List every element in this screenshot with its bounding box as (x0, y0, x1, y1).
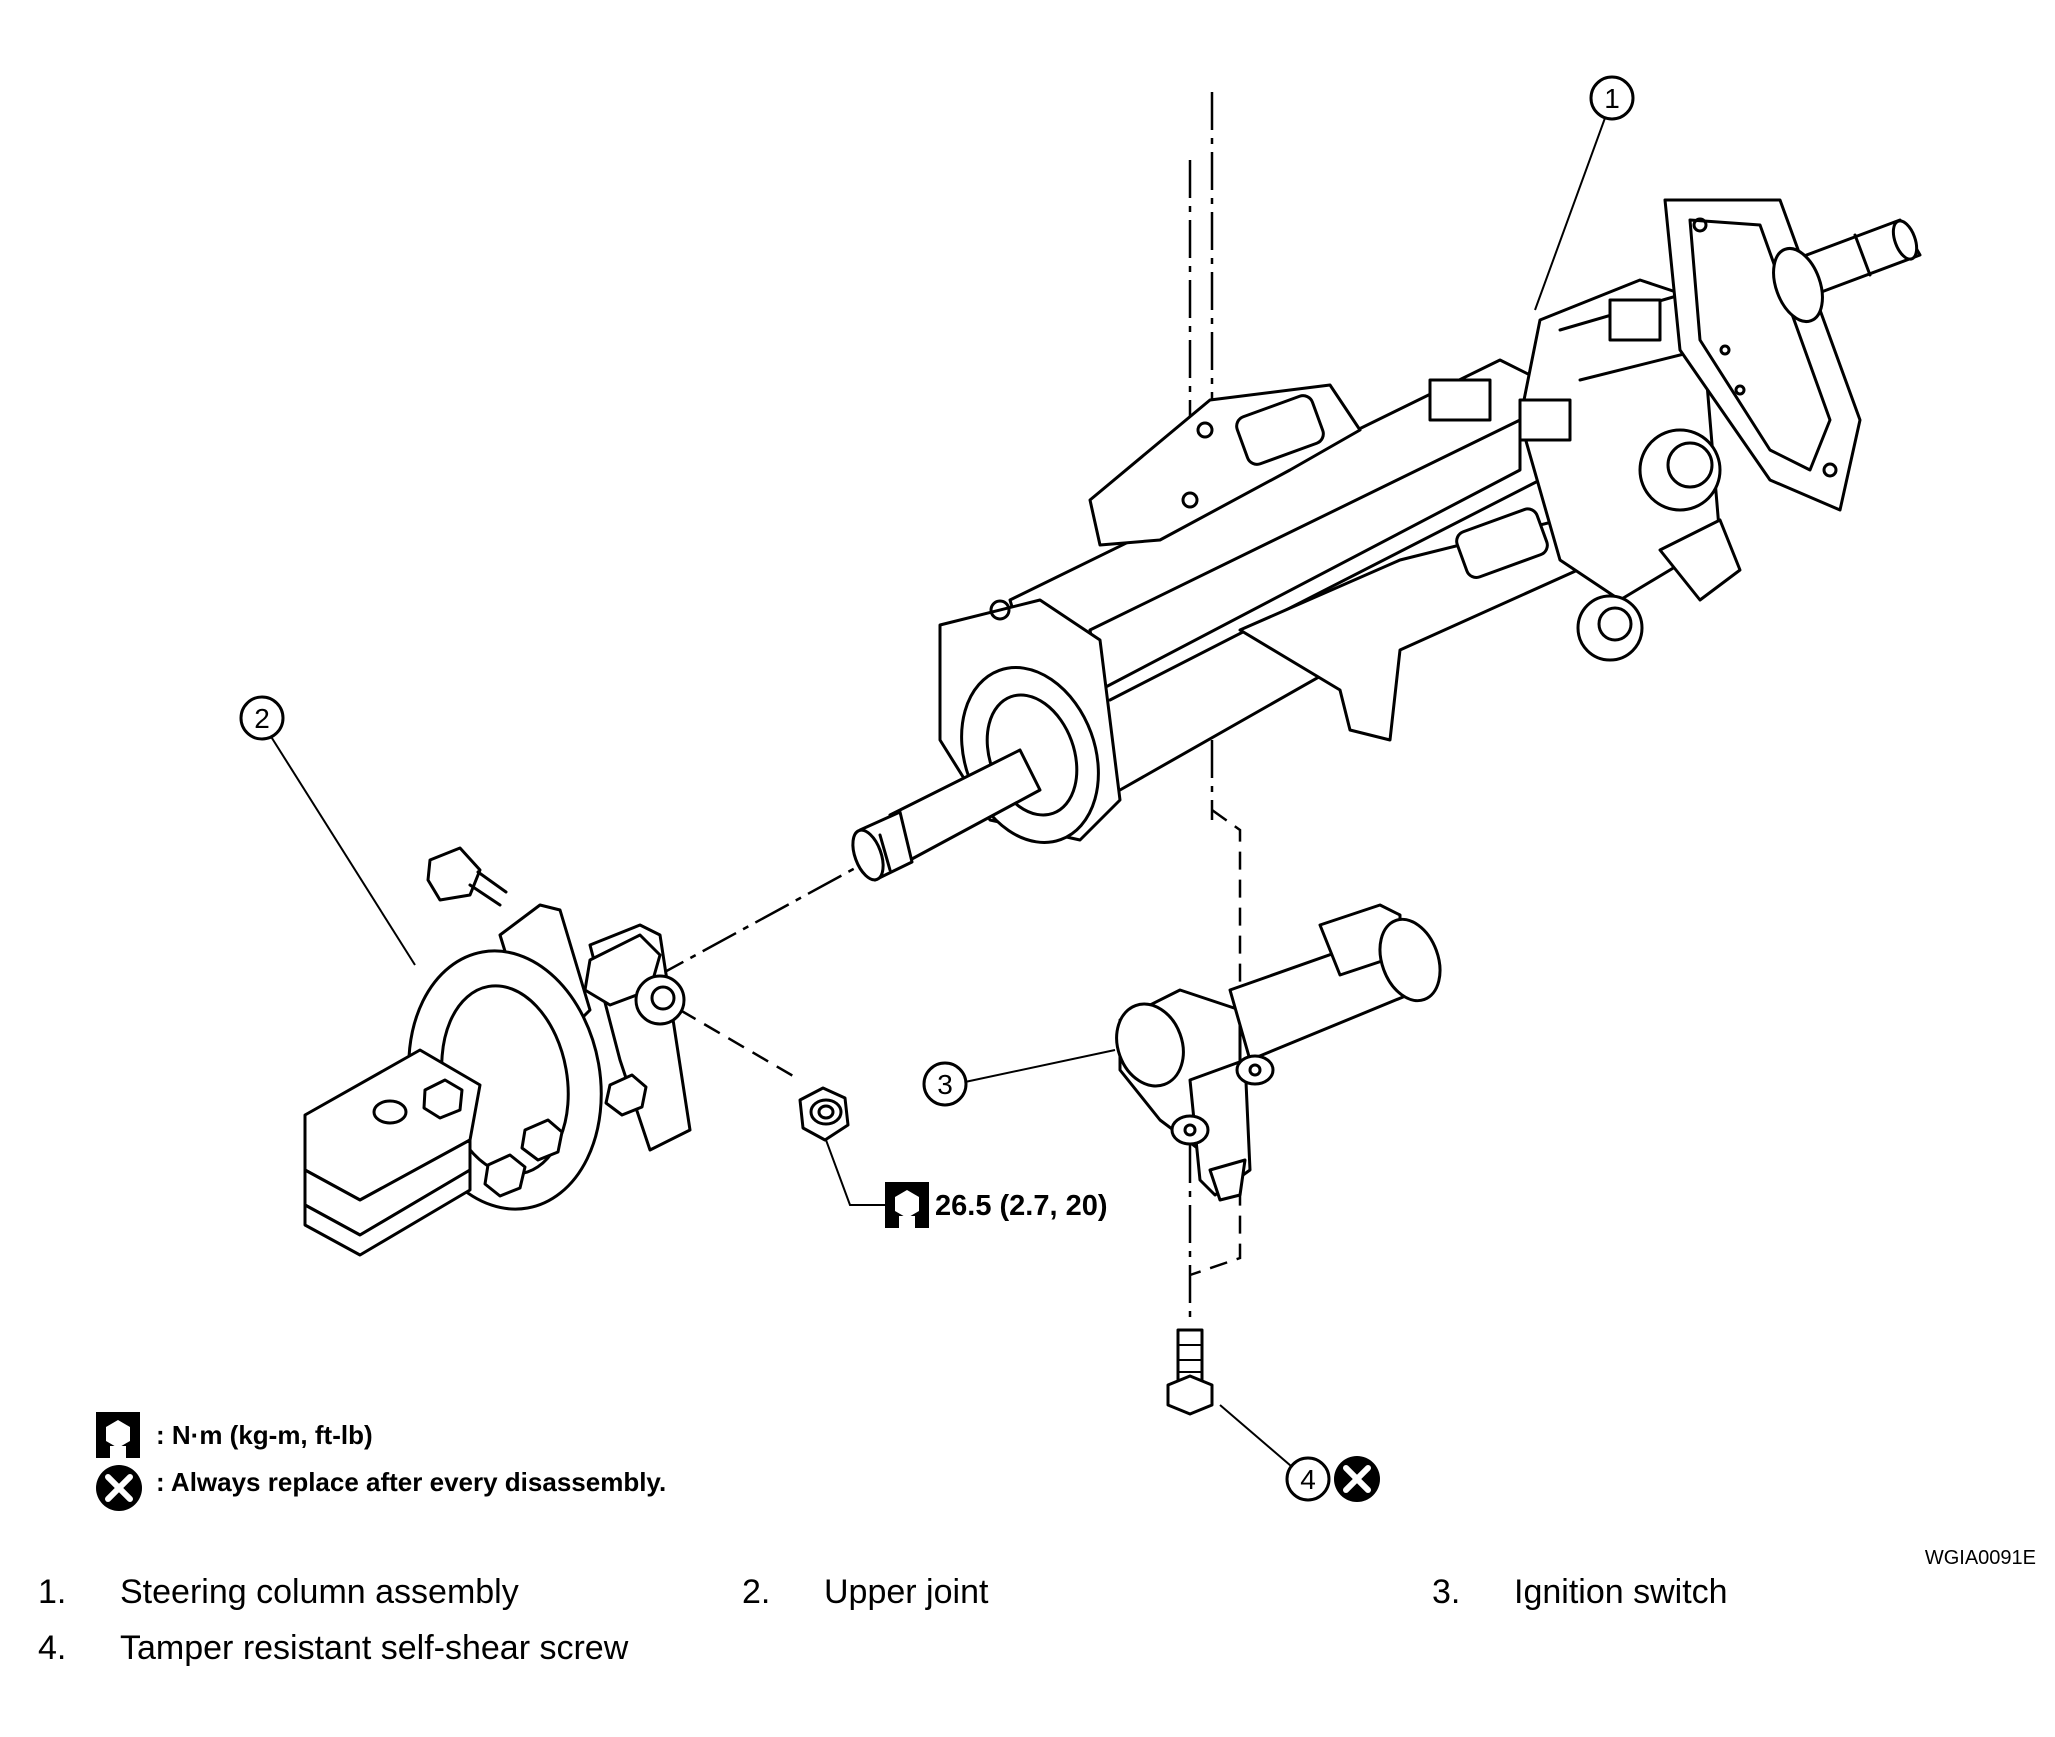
legend-label: Upper joint (824, 1573, 989, 1611)
legend-number: 1. (38, 1573, 67, 1611)
parts-legend: 1. Steering column assembly 2. Upper joi… (0, 1560, 2055, 1710)
ignition-switch (1115, 903, 1442, 1202)
upper-joint (303, 846, 692, 1257)
leader-lines (269, 117, 1606, 1479)
self-shear-screw (1166, 1328, 1214, 1416)
callout-2-label: 2 (254, 703, 270, 734)
callout-3-label: 3 (937, 1069, 953, 1100)
callout-3: 3 (922, 1061, 968, 1107)
torque-wrench-icon (96, 1412, 140, 1458)
always-replace-icon (1334, 1456, 1380, 1502)
torque-spec-value: 26.5 (2.7, 20) (935, 1190, 1108, 1222)
key-torque-units: : N·m (kg-m, ft-lb) (156, 1420, 373, 1450)
legend-label: Tamper resistant self-shear screw (120, 1629, 629, 1667)
key-replace-note: : Always replace after every disassembly… (156, 1467, 666, 1497)
center-lines (649, 92, 1242, 1325)
symbol-key: : N·m (kg-m, ft-lb) : Always replace aft… (96, 1412, 666, 1511)
legend-number: 2. (742, 1573, 771, 1611)
steering-column-assembly (851, 198, 1922, 882)
legend-number: 4. (38, 1629, 67, 1667)
legend-label: Steering column assembly (120, 1573, 519, 1611)
callout-4-label: 4 (1300, 1464, 1316, 1495)
joint-nut (798, 1086, 850, 1142)
callout-2: 2 (239, 695, 285, 741)
always-replace-icon (96, 1465, 142, 1511)
figure-id: WGIA0091E (1925, 1547, 2036, 1569)
legend-label: Ignition switch (1514, 1573, 1728, 1611)
legend-number: 3. (1432, 1573, 1461, 1611)
torque-wrench-icon (885, 1182, 929, 1228)
callout-1-label: 1 (1604, 83, 1620, 114)
callout-4: 4 (1285, 1456, 1331, 1502)
callout-1: 1 (1589, 75, 1635, 121)
